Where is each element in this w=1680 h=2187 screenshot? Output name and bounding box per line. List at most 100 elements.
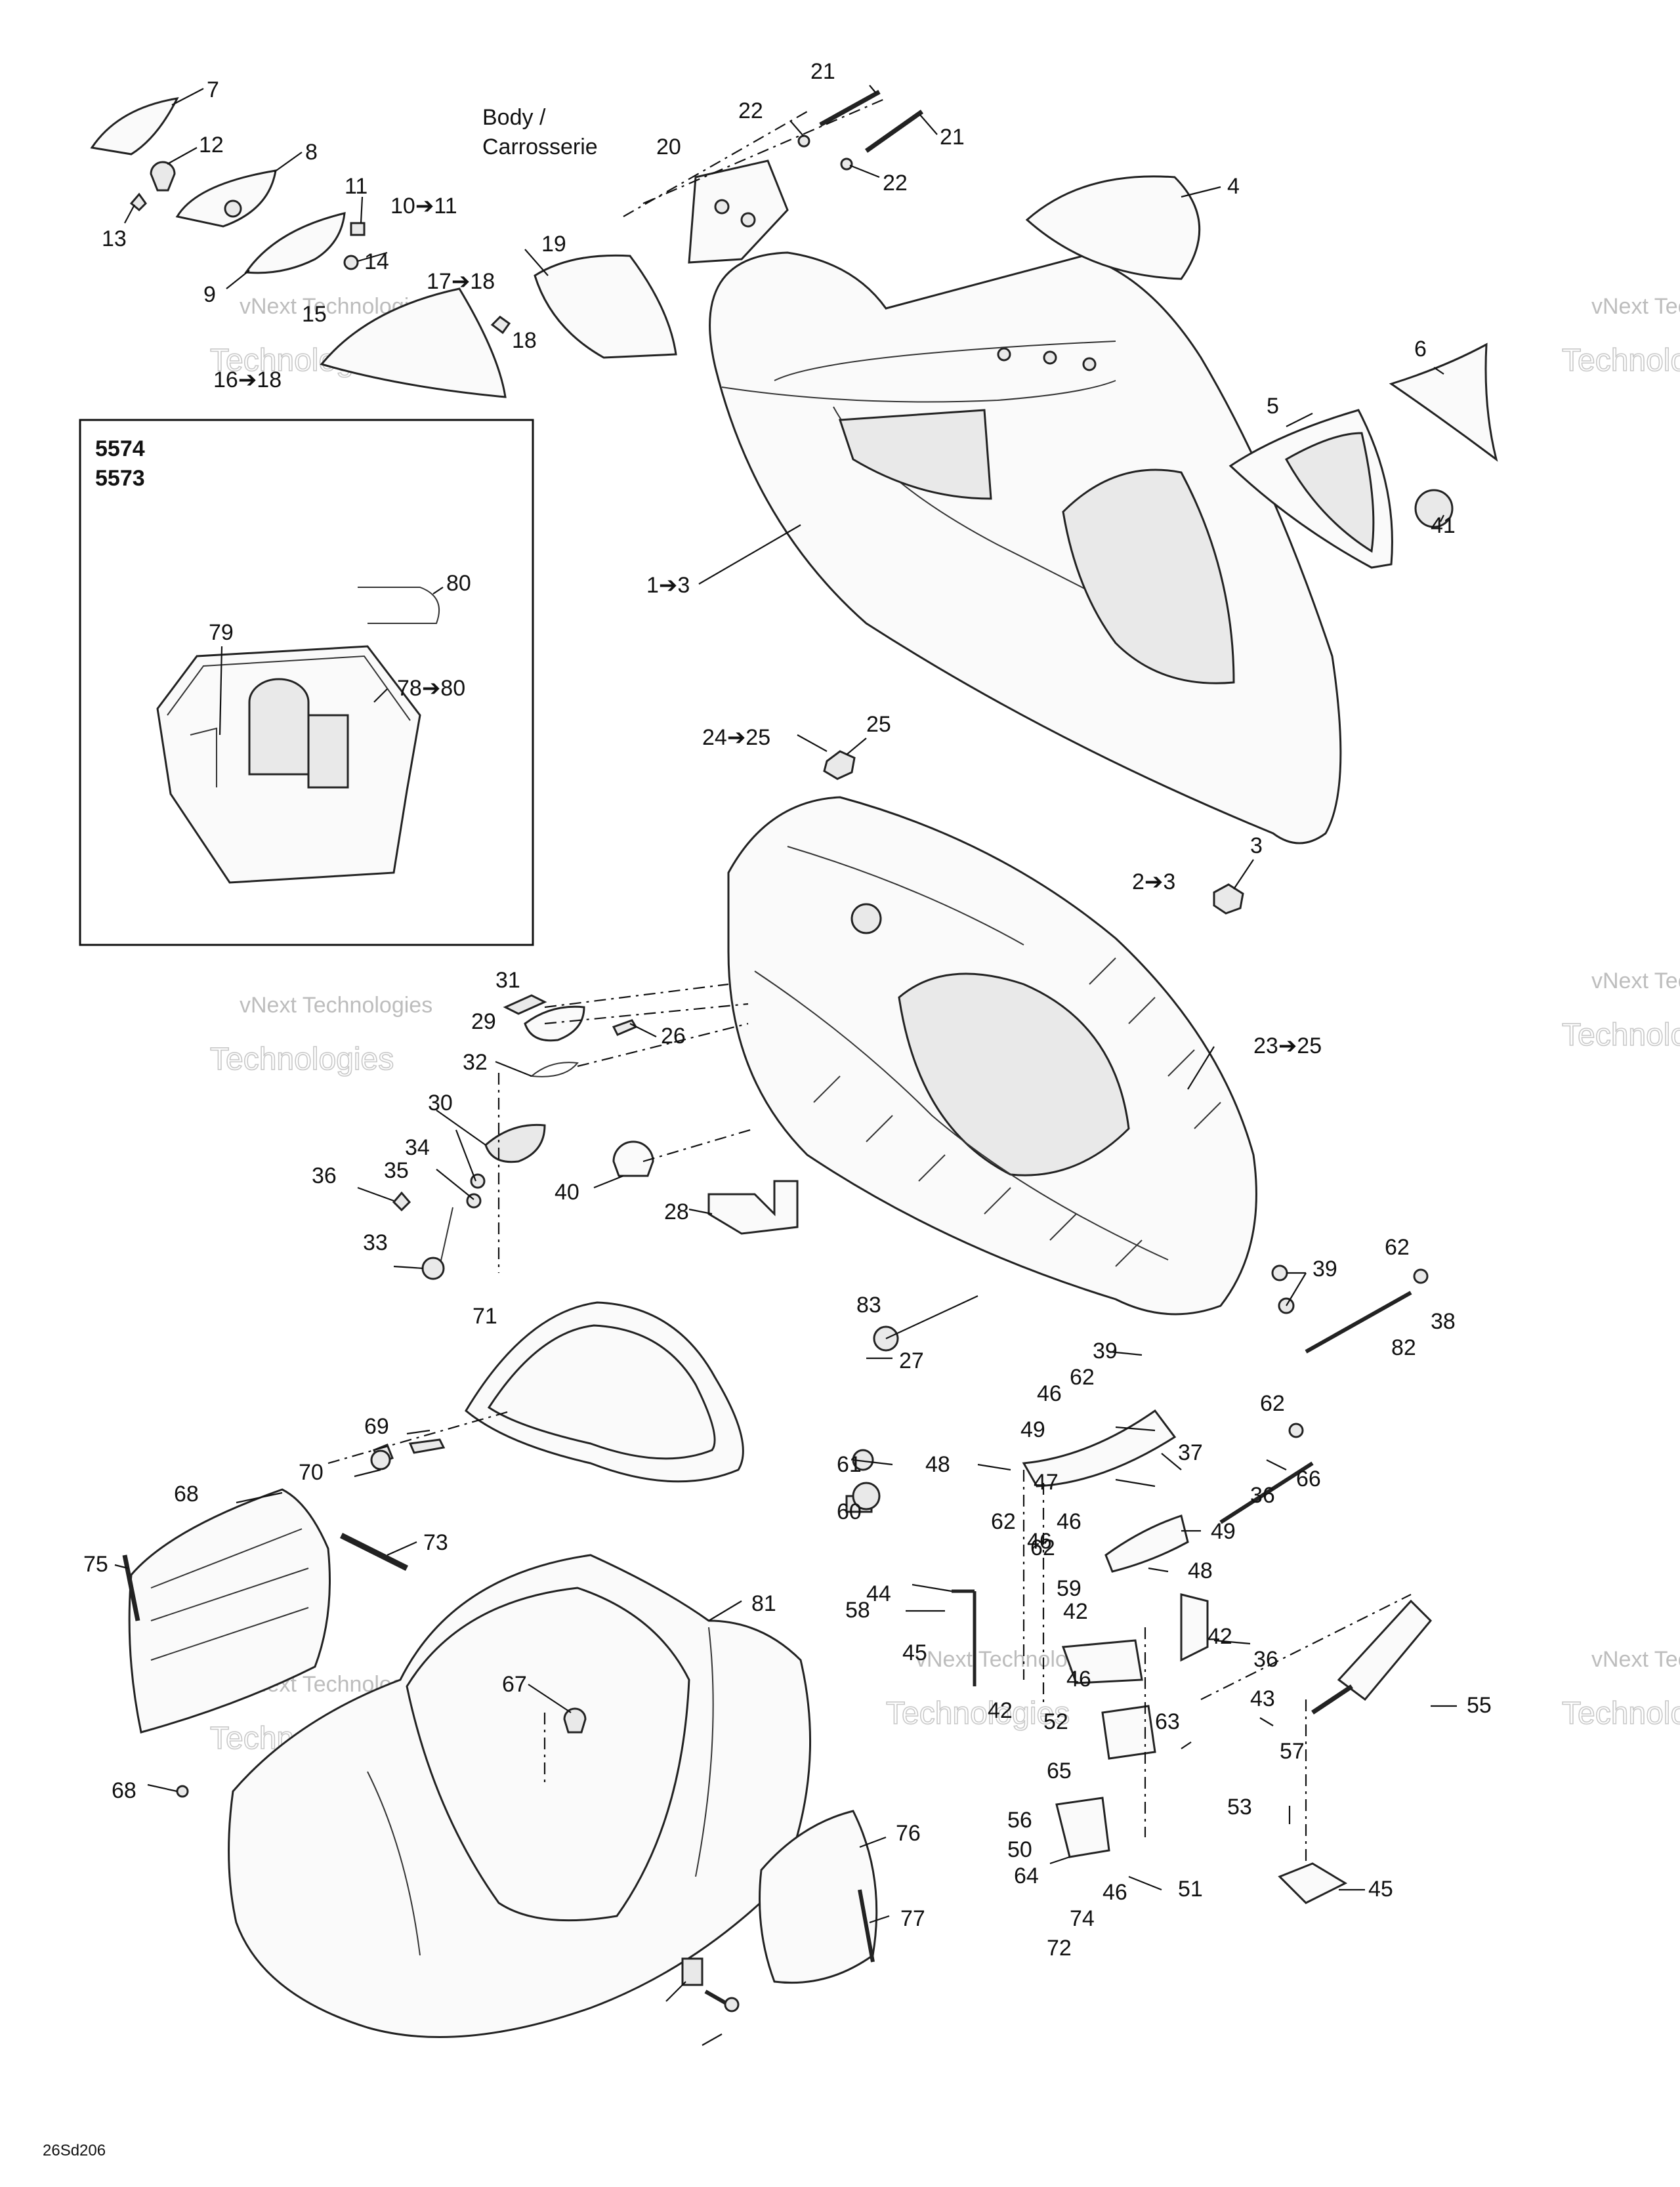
watermark-text: vNext Technologies [1591,969,1680,993]
watermark-text: vNext Technologies [240,993,432,1018]
hose-drawing [707,1180,799,1235]
callout-label: 13 [102,226,127,251]
strap-drawing [339,1532,409,1572]
bracket-drawing [1180,1593,1209,1662]
clip-drawing [350,222,366,236]
callout-label: 44 [866,1581,891,1606]
windshield-drawing [320,287,507,398]
callout-label: 50 [1007,1837,1032,1862]
rod-drawing [1305,1291,1412,1354]
inset-box: 5574 5573 [79,419,534,946]
nut-drawing [1213,883,1244,915]
cap-drawing [612,1140,654,1177]
callout-label: 20 [656,135,681,159]
callout-label: 46 [1027,1529,1052,1554]
callout-label: 45 [1368,1877,1393,1902]
callout-label: 43 [1250,1686,1275,1711]
callout-label: 70 [299,1460,324,1485]
washer-drawing [840,157,853,171]
hatch-panel-drawing [128,1488,331,1734]
callout-label: 58 [845,1598,870,1623]
callout-label: 62 [991,1509,1016,1534]
callout-label: 46 [1057,1509,1082,1534]
callout-label: 69 [364,1414,389,1439]
mount-plate-drawing [1278,1862,1348,1904]
callout-label: 39 [1312,1257,1337,1281]
callout-label: 39 [1093,1339,1118,1364]
callout-label: 46 [1066,1667,1091,1692]
callout-label: 35 [384,1158,409,1183]
callout-label: 77 [900,1906,925,1931]
callout-label: 23➔25 [1253,1033,1322,1058]
callout-label: 36 [1250,1483,1275,1508]
callout-label: 61 [837,1452,862,1477]
callout-labels: 7 12 8 13 11 10➔11 14 9 15 17➔18 19 18 1… [83,59,1492,1961]
callout-label: 14 [364,249,389,274]
watermark-text: vNext Technologies [1591,1647,1680,1672]
drain-plug-drawing [563,1707,587,1734]
hood-body-drawing [709,251,1342,844]
callout-label: 3 [1250,833,1263,858]
callout-label: 29 [471,1009,496,1034]
callout-label: 34 [405,1135,430,1160]
callout-label: 6 [1414,337,1427,362]
callout-label: 21 [940,125,965,150]
strap-drawing [358,587,440,624]
callout-label: 66 [1296,1467,1321,1491]
leaders [114,85,1457,2046]
access-door-drawing [759,1810,878,1984]
callout-label: 37 [1178,1440,1203,1465]
seal-strip-drawing [122,1554,140,1621]
watermark-text: Technologies [210,1042,394,1077]
callout-label: 71 [472,1304,497,1329]
callout-label: 59 [1057,1576,1082,1601]
callout-label: 7 [207,77,219,102]
fastener-drawing [370,1449,391,1470]
callout-label: 8 [305,140,318,165]
rod-drawing [1219,1461,1314,1524]
watermark-text: vNext Technologies [1591,294,1680,319]
bracket-drawing [688,159,789,264]
callout-label: 22 [883,171,908,196]
callout-label: 1➔3 [646,573,690,598]
callout-label: 68 [174,1482,199,1507]
callout-label: 11 [345,174,368,199]
washer-drawing [797,135,810,148]
callout-label: 47 [1034,1470,1059,1495]
callout-label: 25 [866,712,891,737]
callout-label: 62 [1260,1391,1285,1416]
callout-label: 51 [1178,1877,1203,1902]
callout-label: 53 [1227,1795,1252,1820]
callout-label: 52 [1043,1709,1068,1734]
callout-label: 2➔3 [1132,869,1175,894]
diagram-code: 26Sd206 [43,2142,106,2159]
washer-drawing [343,255,359,270]
callout-label: 55 [1467,1693,1492,1718]
watermark-text: Technologies [1562,1696,1680,1731]
plate-drawing [1061,1639,1143,1684]
nut-drawing [490,316,511,335]
callout-label: 76 [896,1821,921,1846]
bolt-drawing [864,110,924,153]
callout-label: 48 [925,1452,950,1477]
latch-drawing [503,994,547,1015]
callout-label: 42 [1208,1624,1232,1649]
watermark-text: Technologies [1562,1018,1680,1052]
callout-label: 49 [1211,1519,1236,1544]
mirror-base-drawing [244,212,346,274]
callout-label: 31 [495,968,520,993]
callout-label: 81 [751,1591,776,1616]
callout-label: 9 [203,282,216,307]
callout-label: 79 [209,620,234,645]
latch-body-drawing [524,1005,585,1042]
mirror-assembly [90,97,677,398]
callout-label: 60 [837,1499,862,1524]
callout-label: 67 [502,1672,527,1697]
callout-label: 46 [1037,1381,1062,1406]
nut-drawing [823,750,856,780]
callout-label: 18 [512,328,537,353]
frame-center-drawing [898,972,1130,1177]
storage-compartment [122,1301,878,2039]
